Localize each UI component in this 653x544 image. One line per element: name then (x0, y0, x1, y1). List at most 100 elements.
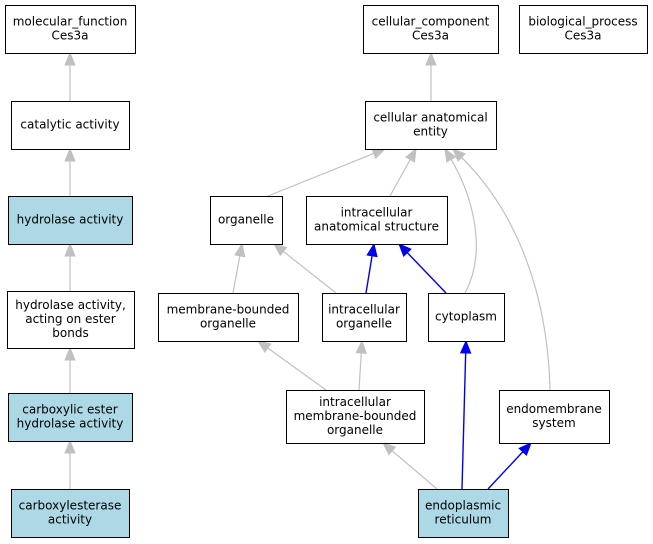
node-box (363, 5, 499, 54)
node-label-line: intracellular (341, 206, 413, 220)
edge-hydrolase-activity-to-catalytic-activity (64, 147, 76, 196)
edge-organelle-to-cellular-anatomical-entity (267, 148, 387, 197)
edge-membrane-bounded-organelle-to-organelle (232, 242, 246, 294)
node-organelle[interactable]: organelle (210, 196, 283, 245)
edge-arrowhead (272, 243, 288, 257)
node-catalytic-activity[interactable]: catalytic activity (11, 101, 130, 150)
edge-arrowhead (382, 442, 397, 456)
node-label-line: cellular_component (372, 15, 490, 29)
edge-cytoplasm-to-cellular-anatomical-entity (444, 147, 477, 294)
edge-line (487, 451, 524, 490)
node-label-line: molecular_function (13, 15, 128, 29)
edge-arrowhead (234, 242, 246, 258)
node-box (499, 390, 610, 444)
node-label-line: organelle (218, 213, 274, 227)
node-label-line: Ces3a (564, 29, 601, 43)
edge-line (461, 352, 467, 490)
edge-arrowhead (366, 242, 378, 258)
node-box (8, 196, 133, 245)
node-box (286, 390, 425, 444)
edge-line (283, 250, 337, 294)
node-box (5, 5, 136, 54)
edge-arrowhead (444, 147, 457, 163)
node-label-line: intracellular (319, 395, 391, 409)
edge-line (391, 450, 438, 490)
node-hydrolase-activity[interactable]: hydrolase activity (8, 196, 133, 245)
edge-line (365, 255, 373, 294)
node-label-line: reticulum (435, 513, 492, 527)
node-box (322, 293, 407, 342)
node-box (428, 293, 505, 342)
edge-arrowhead (452, 148, 466, 162)
node-box (365, 101, 497, 150)
edge-catalytic-activity-to-molecular-function (64, 51, 76, 101)
node-box (418, 489, 509, 538)
node-label-line: hydrolase activity (17, 213, 124, 227)
node-label-line: anatomical structure (314, 220, 439, 234)
node-label-line: membrane-bounded (294, 409, 417, 423)
node-label-line: cytoplasm (435, 310, 497, 324)
node-label-line: entity (413, 125, 448, 139)
edge-endoplasmic-reticulum-to-endomembrane-system (487, 442, 532, 490)
edge-arrowhead (398, 243, 412, 258)
edge-intracellular-anatomical-structure-to-cellular-anatomical-entity (389, 147, 417, 197)
node-label-line: biological_process (528, 15, 637, 29)
edge-arrowhead (64, 439, 76, 454)
node-label-line: bonds (52, 326, 88, 340)
node-label-line: organelle (336, 317, 392, 331)
node-label-line: system (532, 416, 575, 430)
node-label-line: organelle (200, 317, 256, 331)
edge-endoplasmic-reticulum-to-cytoplasm (459, 339, 472, 490)
edge-line (358, 352, 362, 391)
node-label-line: cellular anatomical (373, 111, 487, 125)
node-box (519, 5, 648, 54)
edge-intracellular-membrane-bounded-organelle-to-membrane-bounded-organelle (256, 340, 327, 391)
edge-carboxylesterase-activity-to-carboxylic-ester-hydrolase (64, 439, 76, 489)
edge-line (267, 347, 327, 391)
node-box (8, 393, 133, 442)
edge-arrowhead (459, 339, 472, 354)
edge-arrowhead (518, 442, 532, 457)
edge-arrowhead (404, 147, 417, 163)
edge-line (267, 152, 375, 197)
node-box (306, 196, 448, 245)
node-box (11, 489, 130, 538)
node-label-line: intracellular (328, 303, 400, 317)
node-label-line: Ces3a (51, 29, 88, 43)
node-label-line: acting on ester (25, 312, 116, 326)
edge-cytoplasm-to-intracellular-anatomical-structure (398, 243, 447, 294)
edge-arrowhead (64, 147, 76, 162)
node-cytoplasm[interactable]: cytoplasm (428, 293, 505, 342)
edge-hydrolase-ester-bonds-to-hydrolase-activity (64, 242, 76, 291)
node-label-line: Ces3a (412, 29, 449, 43)
node-box (11, 101, 130, 150)
edge-endoplasmic-reticulum-to-intracellular-membrane-bounded-organelle (382, 442, 438, 490)
edge-arrowhead (355, 339, 367, 354)
edge-cellular-anatomical-entity-to-cellular-component (425, 51, 437, 101)
node-label-line: membrane-bounded (167, 303, 290, 317)
edge-line (461, 156, 551, 391)
edge-line (232, 255, 241, 294)
node-label-line: activity (48, 513, 92, 527)
edge-intracellular-membrane-bounded-organelle-to-intracellular-organelle (355, 339, 367, 391)
edge-arrowhead (64, 346, 76, 361)
edge-endomembrane-system-to-cellular-anatomical-entity (452, 148, 551, 391)
edge-intracellular-organelle-to-organelle (272, 243, 337, 294)
edge-arrowhead (425, 51, 437, 66)
edge-carboxylic-ester-hydrolase-to-hydrolase-ester-bonds (64, 346, 76, 393)
